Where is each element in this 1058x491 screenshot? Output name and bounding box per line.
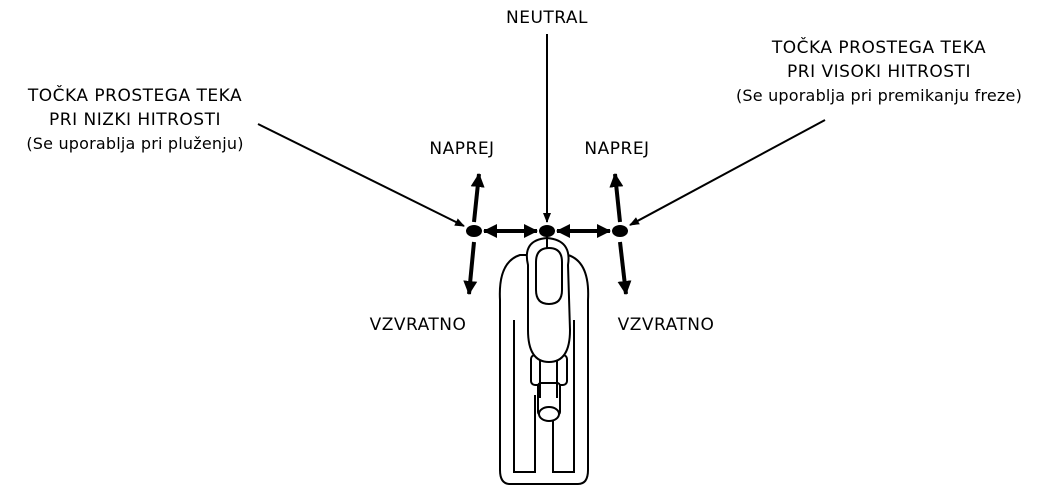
lever-gate — [498, 254, 590, 485]
shift-arrows — [463, 173, 632, 295]
high-speed-line2: PRI VISOKI HITROSTI — [787, 62, 971, 82]
gate-inner-right — [552, 320, 575, 473]
reverse-right-label: VZVRATNO — [617, 315, 715, 335]
lever-knob — [525, 232, 572, 364]
low-speed-note: (Se uporablja pri pluženju) — [26, 134, 244, 153]
neutral-label: NEUTRAL — [505, 8, 588, 28]
low-idle-dot — [466, 225, 482, 237]
arrow-right-forward — [609, 173, 624, 223]
high-idle-dot — [612, 225, 628, 237]
lever-shaft — [530, 340, 568, 422]
gate-outer — [498, 254, 590, 485]
low-speed-line1: TOČKA PROSTEGA TEKA — [27, 86, 243, 106]
leader-lines — [257, 34, 826, 227]
leader-low — [257, 123, 465, 227]
forward-right-label: NAPREJ — [584, 139, 650, 159]
arrow-right-reverse — [617, 241, 632, 295]
arrow-left-reverse — [463, 241, 478, 295]
leader-high — [629, 119, 826, 226]
high-speed-line1: TOČKA PROSTEGA TEKA — [771, 38, 987, 58]
reverse-left-label: VZVRATNO — [369, 315, 467, 335]
arrow-left-forward — [470, 173, 485, 223]
high-speed-note: (Se uporablja pri premikanju freze) — [735, 86, 1023, 105]
high-speed-label: TOČKA PROSTEGA TEKA PRI VISOKI HITROSTI … — [700, 36, 1058, 108]
forward-left-label: NAPREJ — [429, 139, 495, 159]
gate-inner-left — [513, 320, 536, 473]
neutral-dot — [539, 225, 555, 237]
shift-positions — [466, 225, 628, 237]
low-speed-label: TOČKA PROSTEGA TEKA PRI NIZKI HITROSTI (… — [0, 84, 270, 156]
low-speed-line2: PRI NIZKI HITROSTI — [49, 110, 221, 130]
